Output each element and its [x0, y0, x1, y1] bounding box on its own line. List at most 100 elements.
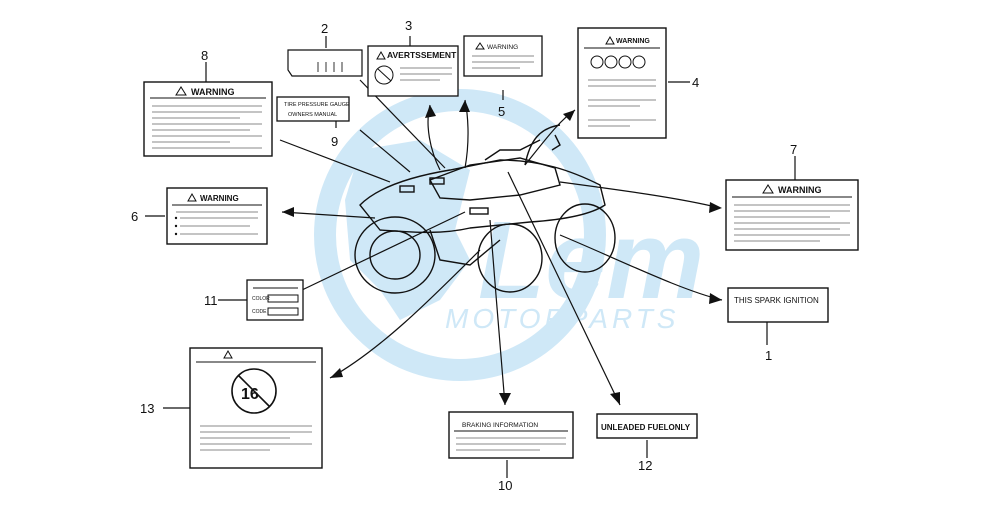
label-5-alert-icon	[475, 42, 485, 50]
label-7-title: WARNING	[778, 185, 822, 195]
handlebar	[484, 139, 541, 161]
label-10-title: BRAKING INFORMATION	[462, 422, 538, 429]
label-13-alert-icon	[223, 349, 233, 359]
label-3-text-lines	[400, 67, 452, 81]
label-3-frame	[367, 45, 459, 97]
arrow-5	[459, 100, 470, 112]
label-2-blank	[287, 49, 363, 77]
leader-1	[559, 234, 723, 301]
label-6-bullets	[174, 216, 178, 236]
label-11-color-code: COLOR CODE	[246, 279, 304, 321]
label-9-line2: OWNERS MANUAL	[288, 112, 337, 118]
label-9-frame	[276, 96, 350, 122]
callout-7: 7	[790, 142, 797, 157]
arrow-12	[610, 392, 620, 405]
label-4-icon-2	[604, 55, 618, 69]
arrow-10	[499, 393, 511, 405]
label-11-code-label: CODE	[252, 309, 267, 315]
label-7-warning: WARNING	[725, 179, 859, 251]
label-5-title: WARNING	[487, 44, 518, 51]
arrow-3	[425, 105, 436, 118]
label-1-spark-ignition: THIS SPARK IGNITION	[727, 287, 829, 323]
label-13-age-slash	[237, 374, 271, 408]
callout-10: 10	[498, 478, 512, 493]
label-5-warning: WARNING	[463, 35, 543, 77]
lever	[551, 134, 561, 151]
label-4-icon-1	[590, 55, 604, 69]
arrow-4	[563, 110, 575, 121]
watermark-logo: Lem	[478, 199, 704, 322]
label-13-age: 16	[241, 386, 259, 403]
label-8-alert-icon	[175, 86, 187, 96]
label-3-avertissement: AVERTSSEMENT	[367, 45, 459, 97]
label-4-alert-icon	[605, 35, 615, 45]
watermark: Lem MOTORPARTS	[314, 89, 704, 381]
label-10-braking: BRAKING INFORMATION	[448, 411, 574, 459]
label-11-color-label: COLOR	[252, 296, 270, 302]
label-3-prohibit-icon	[374, 65, 394, 85]
arrow-heads	[282, 100, 722, 405]
callout-2: 2	[321, 21, 328, 36]
label-13-age-warning: 16	[189, 347, 323, 469]
watermark-globe	[345, 140, 470, 320]
label-10-frame	[448, 411, 574, 459]
label-12-unleaded: UNLEADED FUELONLY	[596, 413, 698, 439]
label-12-frame	[596, 413, 698, 439]
label-4-icon-3	[618, 55, 632, 69]
callout-5: 5	[498, 104, 505, 119]
label-7-alert-icon	[762, 184, 774, 194]
leader-10	[489, 219, 506, 406]
atv-seat	[428, 157, 561, 201]
leader-6	[281, 211, 376, 219]
leader-9	[359, 129, 411, 173]
watermark-ring	[314, 89, 606, 381]
leader-13	[329, 249, 481, 379]
label-3-title: AVERTSSEMENT	[387, 50, 457, 60]
label-8-text-lines	[152, 105, 262, 149]
label-4-icon-4	[632, 55, 646, 69]
callout-8: 8	[201, 48, 208, 63]
label-12-title: UNLEADED FUELONLY	[601, 423, 691, 432]
front-wheel	[354, 216, 436, 294]
arrow-7	[709, 202, 722, 213]
label-6-alert-icon	[187, 192, 197, 202]
cable	[524, 124, 561, 166]
leader-11	[301, 211, 466, 291]
label-2-frame	[287, 49, 363, 77]
label-11-code-box	[267, 307, 299, 316]
callout-1: 1	[765, 348, 772, 363]
label-7-text-lines	[734, 204, 850, 242]
watermark-sub: MOTORPARTS	[445, 303, 679, 334]
arrow-1	[709, 293, 722, 304]
callout-4: 4	[692, 75, 699, 90]
leader-12	[507, 171, 621, 406]
label-6-title: WARNING	[200, 194, 239, 203]
arrow-6	[282, 207, 294, 217]
label-spot-2	[399, 185, 415, 193]
label-8-frame	[143, 81, 273, 157]
label-6-text-lines	[176, 211, 258, 235]
label-3-prohibit-slash	[377, 68, 392, 82]
arrow-13	[330, 368, 343, 378]
atv-body	[354, 124, 616, 294]
label-10-text-lines	[456, 437, 566, 451]
label-9-line1: TIRE PRESSURE GAUGE	[284, 102, 350, 108]
label-spot-1	[469, 207, 489, 215]
label-1-title: THIS SPARK IGNITION	[734, 296, 819, 305]
atv-frame	[429, 229, 501, 266]
callout-numbers: 1 2 3 4 5 6 7 8 9 10 11 12 13	[131, 18, 797, 493]
label-9-tire-pressure: TIRE PRESSURE GAUGE OWNERS MANUAL	[276, 96, 350, 122]
label-2-marks	[317, 62, 343, 72]
callout-6: 6	[131, 209, 138, 224]
label-6-warning: WARNING	[166, 187, 268, 245]
label-13-text-lines	[200, 425, 312, 451]
label-4-text-lines	[588, 79, 656, 127]
callout-3: 3	[405, 18, 412, 33]
label-spot-3	[429, 177, 445, 185]
leader-8	[279, 139, 391, 183]
label-6-frame	[166, 187, 268, 245]
rear-wheel-right	[554, 203, 616, 273]
label-1-frame	[727, 287, 829, 323]
